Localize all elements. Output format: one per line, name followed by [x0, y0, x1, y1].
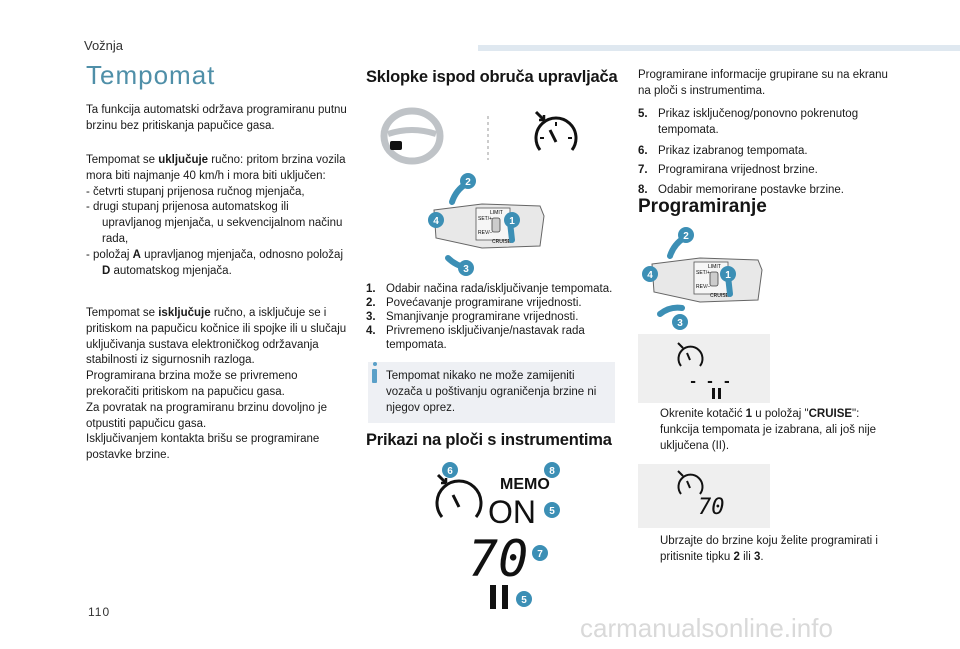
callout-5: 5: [544, 502, 560, 518]
callout-4: 4: [428, 212, 444, 228]
svg-text:5: 5: [521, 595, 527, 606]
stalk-diagram: SET/+ LIMIT REV/− CRUISE 2 4 1 3: [428, 173, 545, 276]
list-item: 3.Smanjivanje programirane vrijednosti.: [366, 311, 579, 323]
page-number: 110: [88, 605, 111, 619]
display-panel-speed: 70: [638, 464, 770, 528]
list-item: 1.Odabir načina rada/isključivanje tempo…: [366, 283, 613, 295]
instrument-display-diagram: MEMO ON 70 6 8 5 7 5: [435, 462, 560, 609]
condition-item: - položaj A upravljanog mjenjača, odnosn…: [86, 248, 344, 277]
watermark: carmanualsonline.info: [580, 613, 833, 643]
stalk-label: REV/−: [478, 230, 493, 236]
list-item: 5.Prikaz isključenog/ponovno pokrenutog …: [638, 108, 859, 136]
svg-text:3: 3: [463, 264, 469, 275]
steering-wheel-diagram: [380, 107, 578, 165]
callout-4: 4: [642, 266, 658, 282]
display-panel-standby: - - -: [638, 334, 770, 403]
steering-wheel-icon: [380, 107, 444, 165]
svg-text:1: 1: [509, 216, 515, 227]
stalk-label: LIMIT: [708, 264, 721, 270]
deactivation-paragraph: Tempomat se isključuje ručno, a isključu…: [86, 307, 347, 462]
pause-icon: [490, 585, 496, 609]
stalk-label: SET/+: [478, 216, 492, 222]
callout-1: 1: [504, 212, 520, 228]
callout-2: 2: [678, 227, 694, 243]
displays-title: Prikazi na ploči s instrumentima: [366, 431, 612, 449]
svg-text:3: 3: [677, 318, 683, 329]
step-2: Ubrzajte do brzine koju želite programir…: [660, 535, 878, 563]
intro-paragraph: Ta funkcija automatski održava programir…: [86, 104, 347, 132]
svg-text:1: 1: [725, 270, 731, 281]
callout-8: 8: [544, 462, 560, 478]
stalk-label: LIMIT: [490, 210, 503, 216]
condition-item: - četvrti stupanj prijenosa ručnog mjenj…: [86, 185, 305, 198]
stalk-label: CRUISE: [492, 239, 512, 245]
callout-5b: 5: [516, 591, 532, 607]
on-label: ON: [488, 494, 536, 530]
dashes-display: - - -: [689, 374, 731, 390]
svg-text:4: 4: [647, 270, 653, 281]
pause-icon: [712, 388, 715, 399]
section-title-tempomat: Tempomat: [86, 60, 216, 90]
step-1: Okrenite kotačić 1 u položaj "CRUISE": f…: [660, 408, 877, 452]
programming-title: Programiranje: [638, 196, 767, 217]
list-item: 7.Programirana vrijednost brzine.: [638, 164, 818, 177]
speed-value: 70: [468, 530, 528, 588]
callout-2: 2: [460, 173, 476, 189]
callout-1: 1: [720, 266, 736, 282]
col3-intro: Programirane informacije grupirane su na…: [638, 69, 888, 97]
section-label: Vožnja: [84, 38, 124, 53]
svg-text:2: 2: [683, 231, 689, 242]
stalk-label: REV/−: [696, 284, 711, 290]
stalk-diagram-programming: SET/+ LIMIT REV/− CRUISE 2 4 1 3: [642, 227, 763, 330]
list-item: 6.Prikaz izabranog tempomata.: [638, 144, 808, 157]
stalk-label: CRUISE: [710, 293, 730, 299]
callout-3: 3: [672, 314, 688, 330]
svg-text:6: 6: [447, 466, 453, 477]
display-items-list: 5.Prikaz isključenog/ponovno pokrenutog …: [638, 107, 888, 199]
cruise-control-icon: [534, 110, 578, 151]
cruise-control-icon: [677, 342, 704, 367]
info-note: Tempomat nikako ne može zamijeniti vozač…: [368, 362, 615, 423]
speed-value: 70: [698, 495, 725, 520]
condition-item: - drugi stupanj prijenosa automatskog il…: [86, 201, 343, 245]
activation-paragraph: Tempomat se uključuje ručno: pritom brzi…: [86, 153, 348, 279]
svg-text:7: 7: [537, 549, 543, 560]
list-item: 8.Odabir memorirane postavke brzine.: [638, 184, 844, 197]
memo-label: MEMO: [500, 476, 550, 493]
callout-3: 3: [458, 260, 474, 276]
svg-text:8: 8: [549, 466, 555, 477]
svg-text:2: 2: [465, 177, 471, 188]
svg-text:5: 5: [549, 506, 555, 517]
controls-title: Sklopke ispod obruča upravljača: [366, 68, 618, 86]
cruise-control-icon: [677, 470, 704, 495]
info-icon: [373, 362, 377, 366]
list-item: 2.Povećavanje programirane vrijednosti.: [366, 297, 582, 309]
header-bar: [478, 45, 960, 51]
stalk-label: SET/+: [696, 270, 710, 276]
svg-text:4: 4: [433, 216, 439, 227]
list-item: 4.Privremeno isključivanje/nastavak rada…: [366, 325, 585, 351]
callout-6: 6: [442, 462, 458, 478]
cruise-control-icon: [435, 473, 483, 518]
callout-7: 7: [532, 545, 548, 561]
controls-list: 1.Odabir načina rada/isključivanje tempo…: [366, 282, 616, 352]
